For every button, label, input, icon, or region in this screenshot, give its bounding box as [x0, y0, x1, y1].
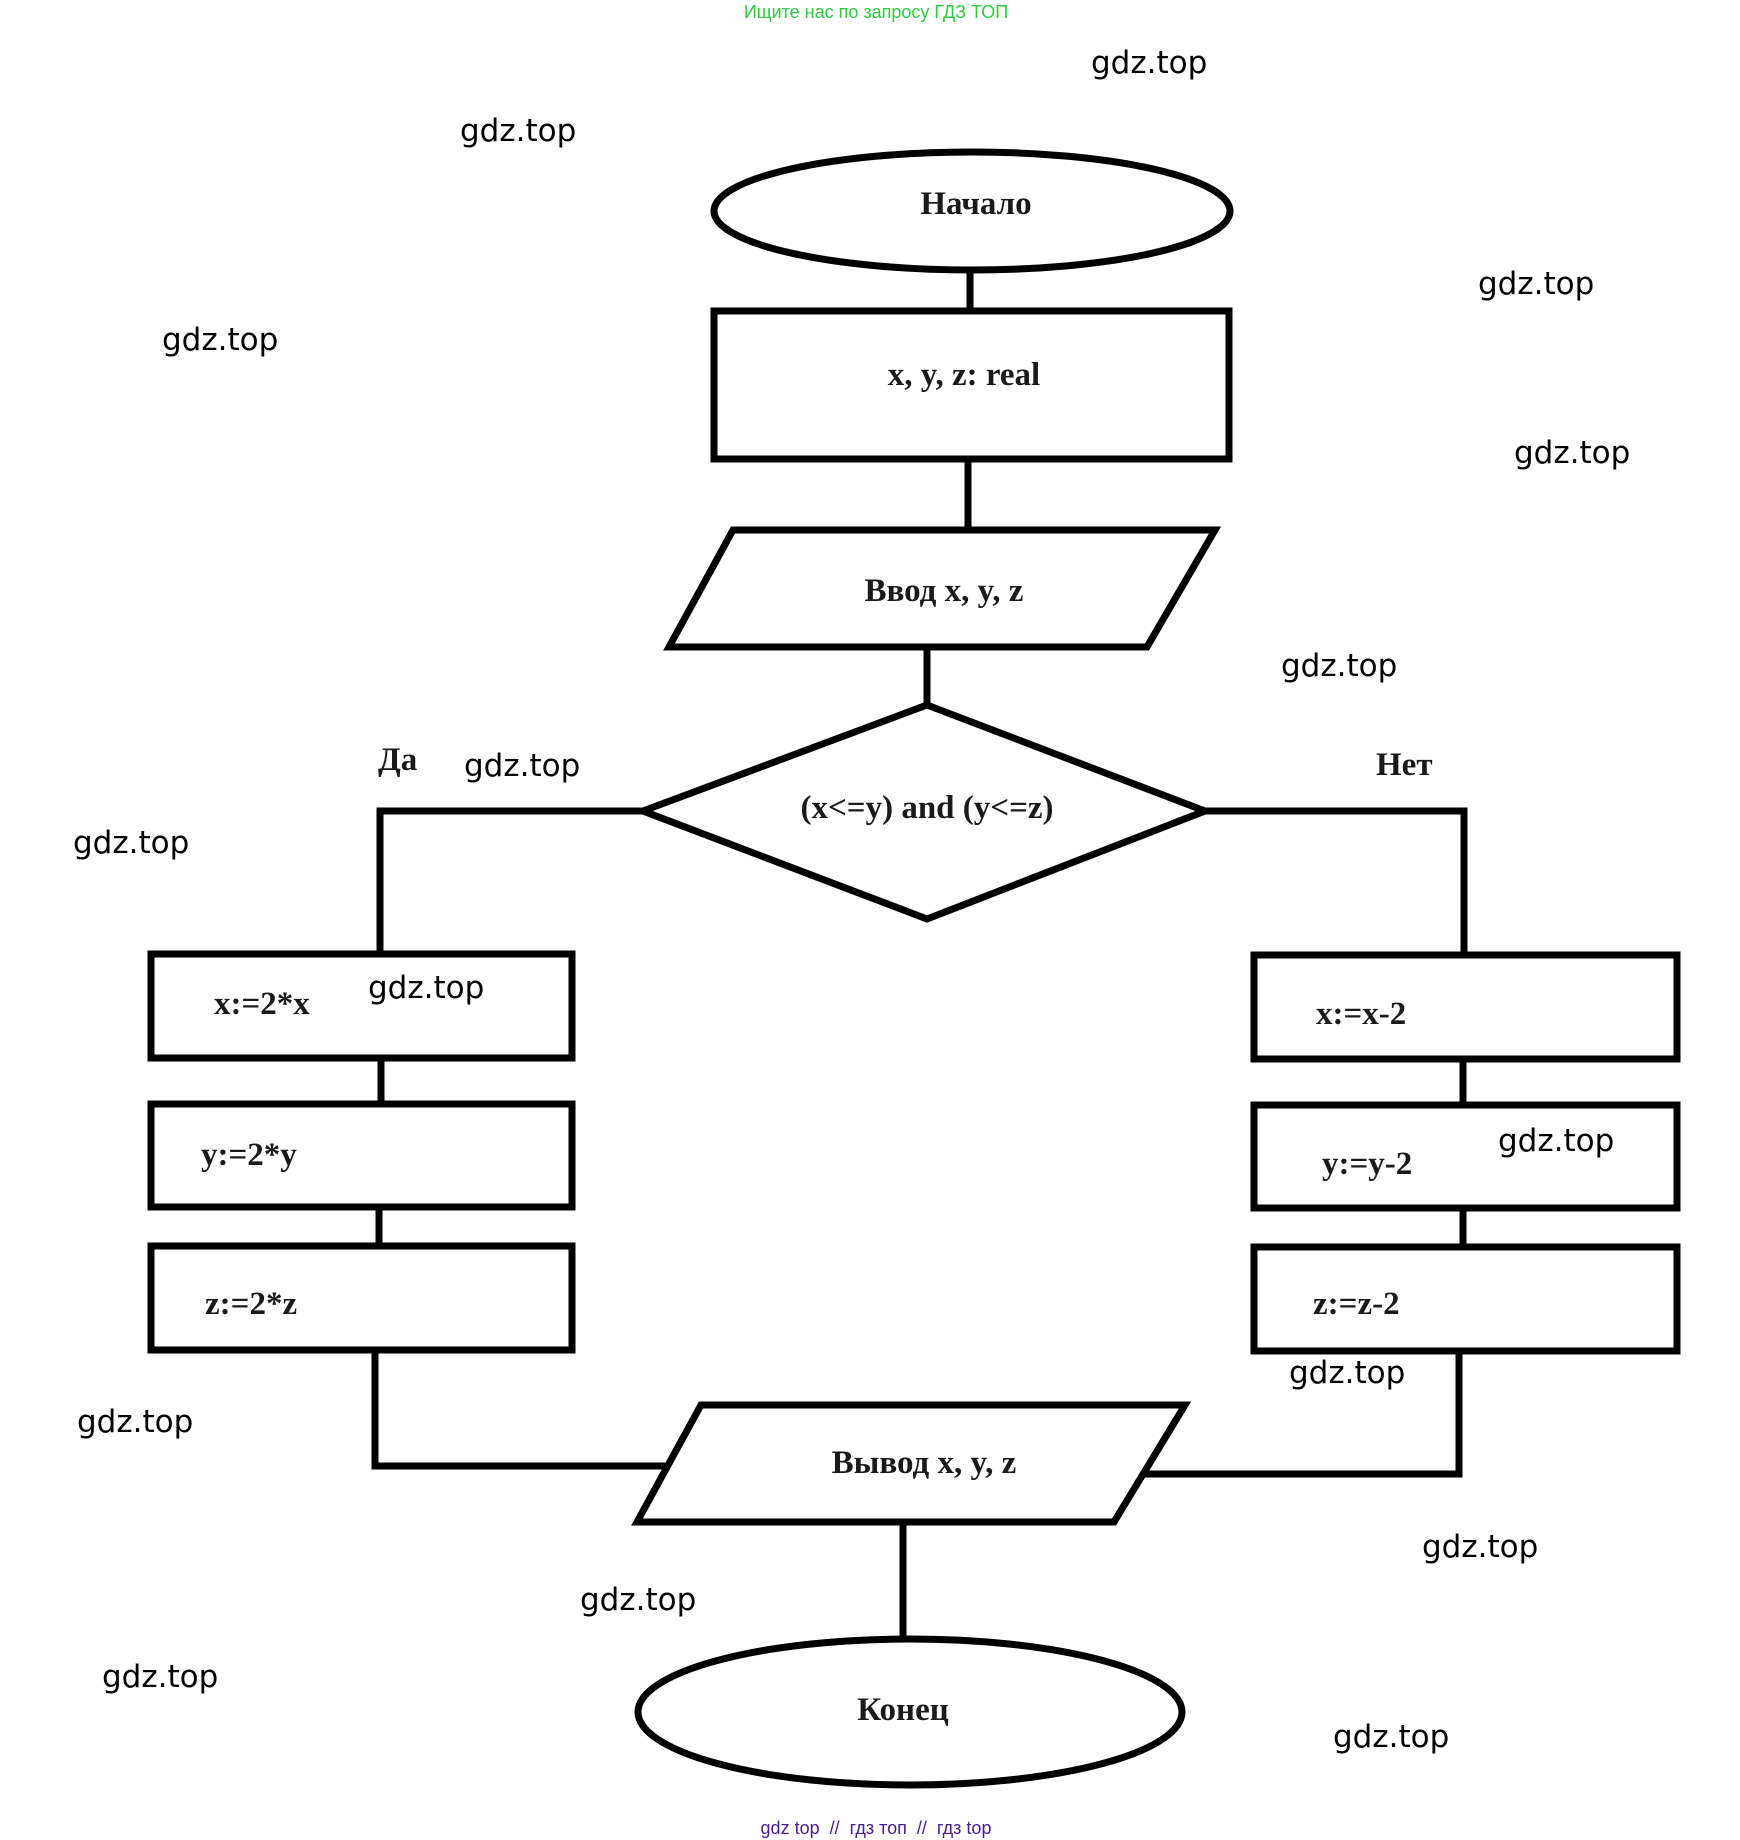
decision: (x<=y) and (y<=z)	[633, 701, 1215, 923]
watermark-text: gdz.top	[1091, 45, 1207, 81]
footer-text: gdz top // гдз топ // гдз top	[761, 1818, 992, 1838]
branch-yes-steps: x:=2*x y:=2*y z:=2*z	[147, 950, 576, 1354]
output-parallelogram	[631, 1401, 1192, 1526]
watermark-text: gdz.top	[1281, 648, 1397, 684]
input-io: Ввод x, y, z	[663, 526, 1222, 651]
no-step-box	[1250, 951, 1681, 1063]
end-terminator: Конец	[634, 1635, 1186, 1789]
output-io: Вывод x, y, z	[631, 1401, 1192, 1526]
end-label: Конец	[857, 1692, 948, 1728]
connectors	[371, 267, 1468, 1644]
watermark-text: gdz.top	[102, 1659, 218, 1695]
decision-label: (x<=y) and (y<=z)	[800, 790, 1053, 826]
top-banner-text: Ищите нас по запросу ГДЗ ТОП	[744, 2, 1008, 22]
input-parallelogram	[663, 526, 1222, 651]
yes-step-box	[147, 1100, 576, 1211]
watermark-text: gdz.top	[1422, 1529, 1538, 1565]
watermark-text: gdz.top	[1333, 1719, 1449, 1755]
decision-diamond	[633, 701, 1215, 923]
input-label: Ввод x, y, z	[865, 573, 1024, 609]
no-step-box	[1250, 1101, 1681, 1212]
watermark-text: gdz.top	[368, 970, 484, 1006]
no-step-label: z:=z-2	[1313, 1286, 1400, 1322]
connector-decision-no	[1201, 807, 1468, 958]
no-step-label: y:=y-2	[1322, 1146, 1412, 1182]
watermark-text: gdz.top	[460, 113, 576, 149]
watermark-text: gdz.top	[77, 1404, 193, 1440]
declare-process: x, y, z: real	[710, 307, 1233, 463]
yes-step-box	[147, 1242, 576, 1354]
watermarks: gdz.top gdz.top gdz.top gdz.top gdz.top …	[73, 45, 1630, 1755]
end-ellipse	[634, 1635, 1186, 1789]
watermark-text: gdz.top	[73, 825, 189, 861]
yes-step-label: y:=2*y	[201, 1137, 297, 1173]
watermark-text: gdz.top	[1514, 435, 1630, 471]
branch-no-label: Нет	[1376, 747, 1433, 783]
yes-step-label: x:=2*x	[214, 986, 310, 1022]
connector-yes-output	[371, 1345, 677, 1470]
declare-box	[710, 307, 1233, 463]
start-ellipse	[710, 148, 1234, 274]
branch-yes-label: Да	[378, 742, 417, 778]
declare-label: x, y, z: real	[888, 357, 1040, 393]
start-terminator: Начало	[710, 148, 1234, 274]
watermark-text: gdz.top	[1289, 1355, 1405, 1391]
watermark-text: gdz.top	[464, 748, 580, 784]
branch-no-steps: x:=x-2 y:=y-2 z:=z-2	[1250, 951, 1681, 1355]
connector-decision-yes	[376, 807, 646, 956]
watermark-text: gdz.top	[162, 322, 278, 358]
no-step-box	[1250, 1243, 1681, 1355]
no-step-label: x:=x-2	[1316, 996, 1406, 1032]
yes-step-label: z:=2*z	[205, 1286, 297, 1322]
connector-no-output	[1138, 1347, 1463, 1478]
start-label: Начало	[920, 186, 1031, 222]
yes-step-box	[147, 950, 576, 1062]
watermark-text: gdz.top	[1478, 266, 1594, 302]
watermark-text: gdz.top	[1498, 1123, 1614, 1159]
output-label: Вывод x, y, z	[832, 1445, 1017, 1481]
watermark-text: gdz.top	[580, 1582, 696, 1618]
